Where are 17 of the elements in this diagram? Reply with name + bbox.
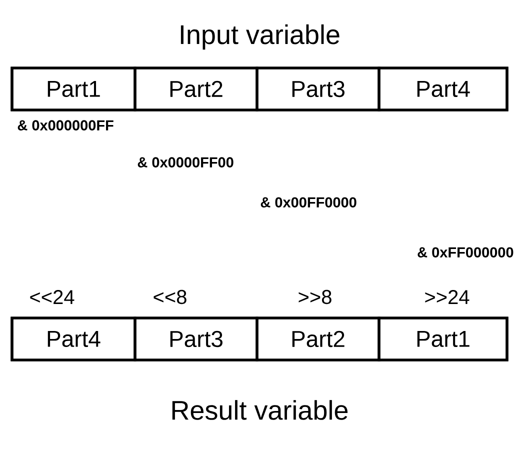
shift-label: >>24: [425, 290, 470, 304]
part-cell: Part3: [134, 316, 258, 362]
part-cell: Part3: [256, 66, 380, 112]
node-label: Input variable: [180, 24, 340, 50]
mask-label: & 0x00FF0000: [260, 197, 356, 208]
shift-label: >>8: [298, 290, 332, 304]
part-cell: Part1: [378, 316, 508, 362]
part-cell: Part2: [134, 66, 258, 112]
mask-label: & 0xFF000000: [418, 247, 514, 258]
mask-label: & 0x0000FF00: [138, 157, 234, 168]
mask-label: & 0x000000FF: [18, 120, 114, 130]
part-cell: Part2: [256, 316, 380, 362]
part-cell: Part4: [10, 316, 136, 362]
shift-label: <<8: [154, 290, 186, 304]
part-cell: Part1: [10, 66, 136, 112]
part-cell: Part4: [378, 66, 508, 112]
node-label: Result variable: [172, 400, 348, 420]
